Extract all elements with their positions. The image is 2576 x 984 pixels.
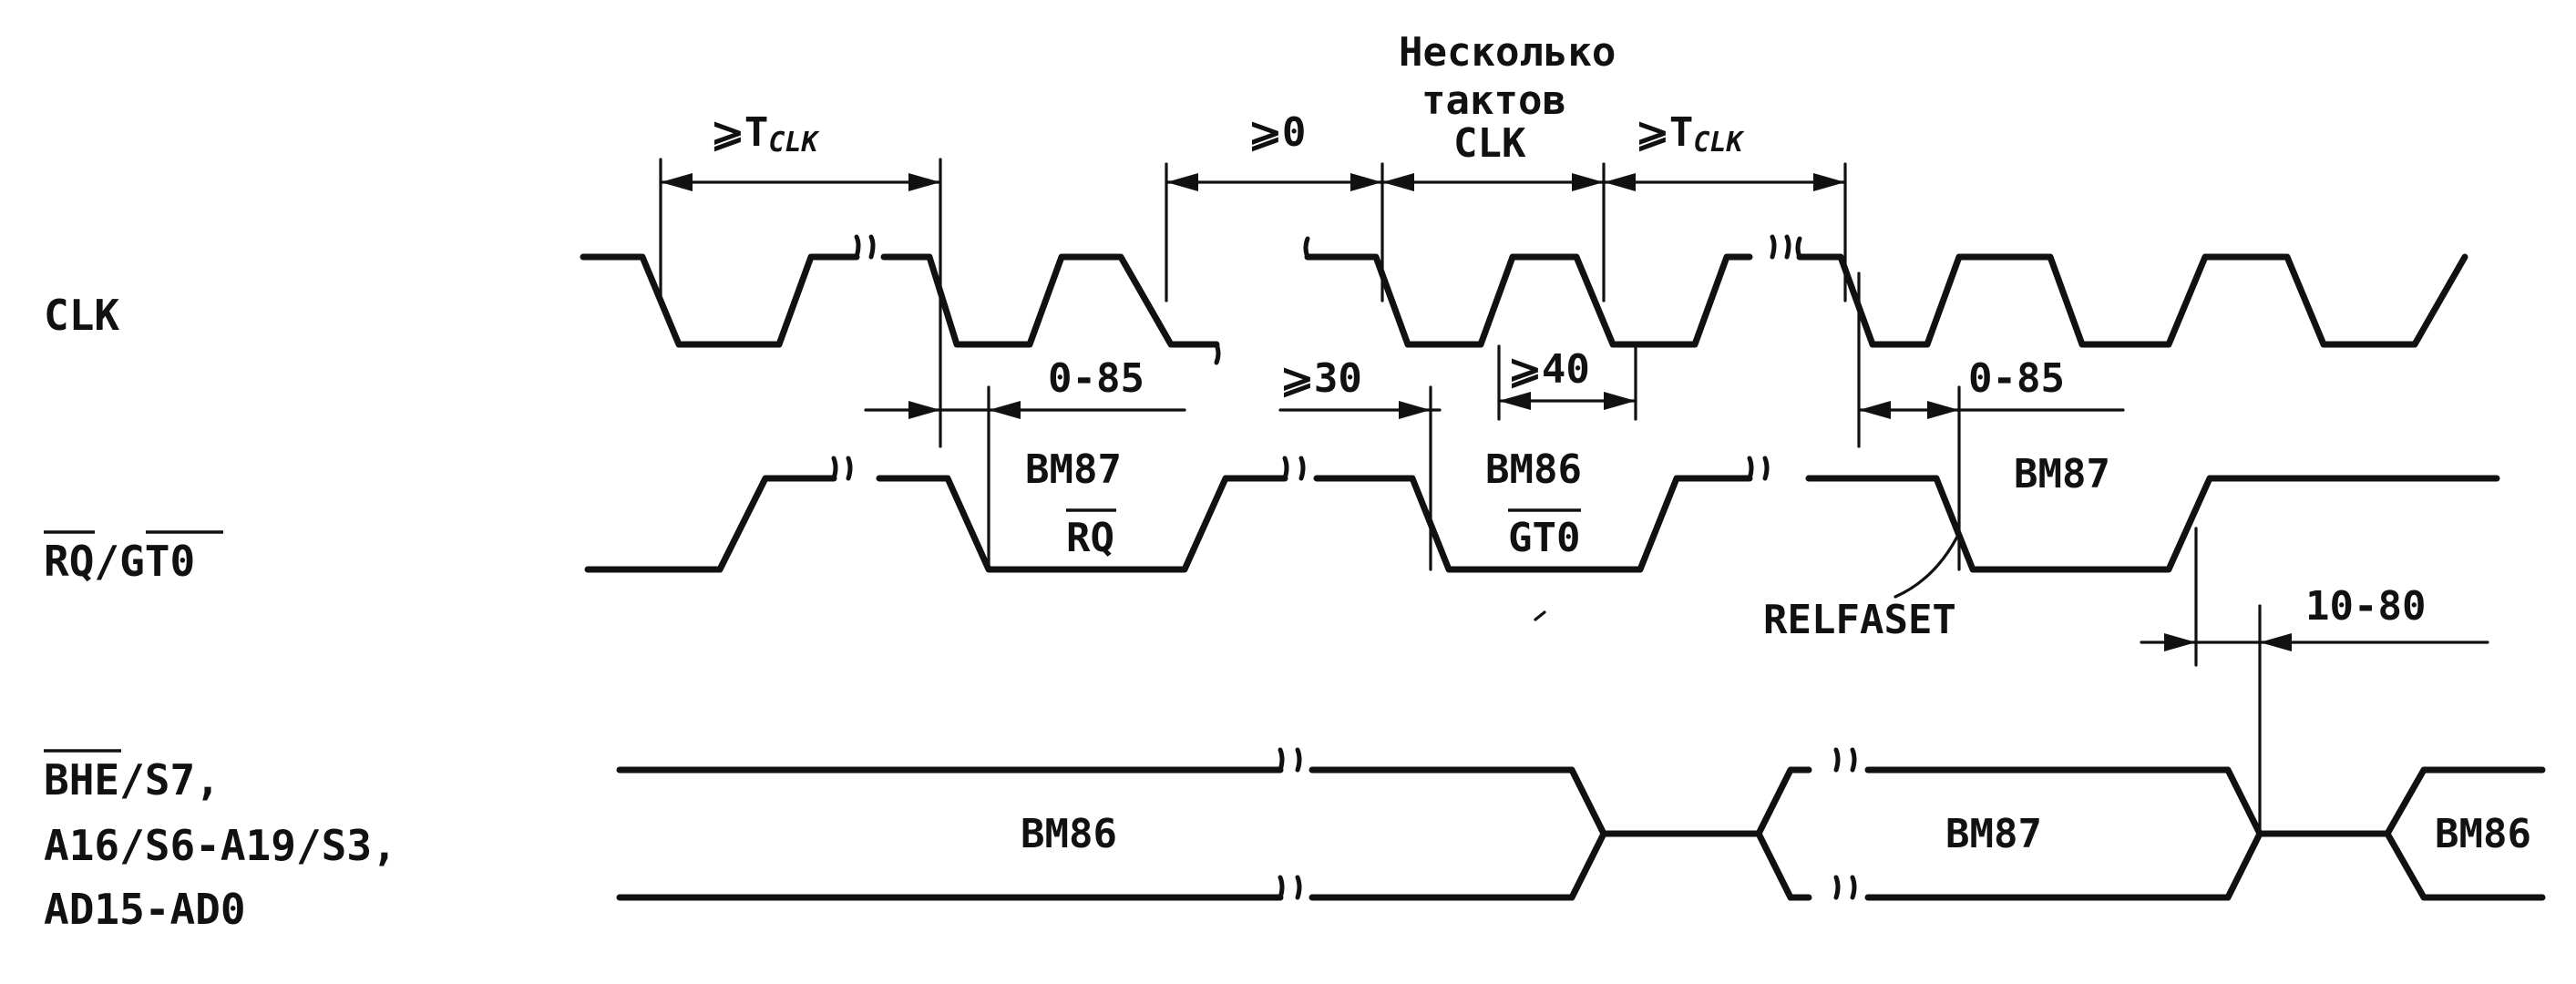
ge40-label: ⩾40 <box>1508 346 1590 393</box>
several-label-line3: CLK <box>1453 120 1526 167</box>
delay-10-80: 10-80 <box>2305 583 2426 630</box>
relfaset-leader <box>1894 531 1961 599</box>
rq-state-label: RQ <box>1066 515 1114 561</box>
delay-0-85-left: 0-85 <box>1048 355 1144 402</box>
svg-text:BHE/S7,: BHE/S7, <box>44 755 221 805</box>
bus-state-vm86-right: ВМ86 <box>2435 811 2531 857</box>
bus-state-vm87: ВМ87 <box>1945 811 2042 857</box>
bhe-signal-name: BHE <box>44 755 119 805</box>
rq-signal-name: RQ <box>44 537 94 586</box>
bus-state-vm86: ВМ86 <box>1021 811 1117 857</box>
ge0-label: ⩾0 <box>1248 109 1306 156</box>
tclk-label-right: ⩾TCLK <box>1636 109 1745 159</box>
svg-text:RQ/GT0: RQ/GT0 <box>44 537 195 586</box>
clk-signal-label: CLK <box>44 291 119 340</box>
rq-gt-signal-label: RQ/GT0 <box>44 530 223 586</box>
bus-waveform <box>616 747 2546 901</box>
bus-label-line3: AD15-AD0 <box>44 885 246 934</box>
rq-gt-separator: / <box>94 537 119 586</box>
gt-state-label: GT0 <box>1508 515 1580 561</box>
bus-signal-label: BHE/S7, A16/S6-A19/S3, AD15-AD0 <box>44 749 397 934</box>
dimension-arrows <box>659 173 2489 651</box>
svg-text:⩾TCLK: ⩾TCLK <box>711 109 820 159</box>
ge30-label: ⩾30 <box>1280 355 1362 402</box>
stray-mark <box>1534 610 1546 621</box>
clk-waveform <box>580 234 2468 365</box>
gt-state-owner-vm86: ВМ86 <box>1485 446 1582 493</box>
relfaset-label: RELFASET <box>1763 597 1956 643</box>
rq-state-owner-vm87: ВМ87 <box>1025 446 1122 493</box>
gt0-signal-name: GT0 <box>119 537 195 586</box>
rq-gt-waveform <box>584 456 2500 573</box>
bus-label-line1-rest: /S7, <box>119 755 221 805</box>
svg-text:⩾TCLK: ⩾TCLK <box>1636 109 1745 159</box>
bus-label-line2: A16/S6-A19/S3, <box>44 821 397 870</box>
several-label-line2: тактов <box>1421 77 1566 124</box>
several-label-line1: Несколько <box>1399 29 1616 76</box>
tclk-label-left: ⩾TCLK <box>711 109 820 159</box>
release-state-vm87: ВМ87 <box>2014 451 2110 497</box>
delay-0-85-right: 0-85 <box>1968 355 2065 402</box>
